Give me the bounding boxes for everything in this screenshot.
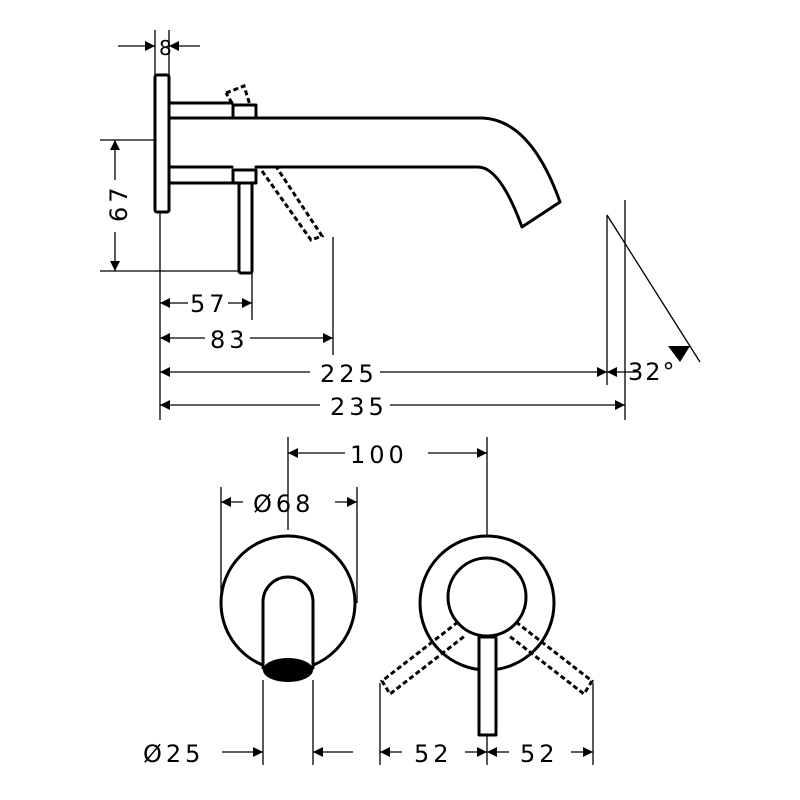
dim-outlet-angle: 32° — [628, 358, 677, 386]
spout — [254, 116, 562, 229]
front-view: 100 Ø68 Ø25 52 52 — [143, 437, 594, 768]
dim-lever-distance: 57 — [190, 290, 229, 318]
dim-rosette-diameter: Ø68 — [253, 490, 314, 518]
lower-block — [231, 168, 258, 185]
dim-lever-swing-right: 52 — [520, 740, 559, 768]
dim-spout-outlet: 225 — [320, 360, 378, 388]
lever-tilted-dashed — [260, 167, 325, 242]
mixer-lever — [477, 635, 498, 737]
dim-spout-diameter: Ø25 — [143, 740, 204, 768]
dim-center-distance: 100 — [350, 441, 408, 469]
side-view: 8 67 57 83 225 235 32° — [100, 30, 701, 421]
wall-plate — [153, 73, 171, 214]
dim-plate-thickness: 8 — [159, 36, 172, 60]
upper-stem — [167, 101, 234, 120]
dim-lever-swing-left: 52 — [414, 740, 453, 768]
spout-front — [261, 575, 315, 670]
dim-lever-tilt: 83 — [210, 326, 249, 354]
spout-outlet — [263, 658, 313, 682]
upper-block — [231, 103, 258, 120]
lower-stem — [167, 165, 234, 185]
mixer-knob — [446, 556, 528, 638]
dim-spout-length: 235 — [330, 393, 388, 421]
lever-upper-dashed — [224, 84, 252, 106]
lever-left-dashed — [380, 620, 467, 697]
lever — [237, 181, 254, 275]
dim-height: 67 — [105, 183, 133, 222]
lever-right-dashed — [507, 620, 594, 697]
